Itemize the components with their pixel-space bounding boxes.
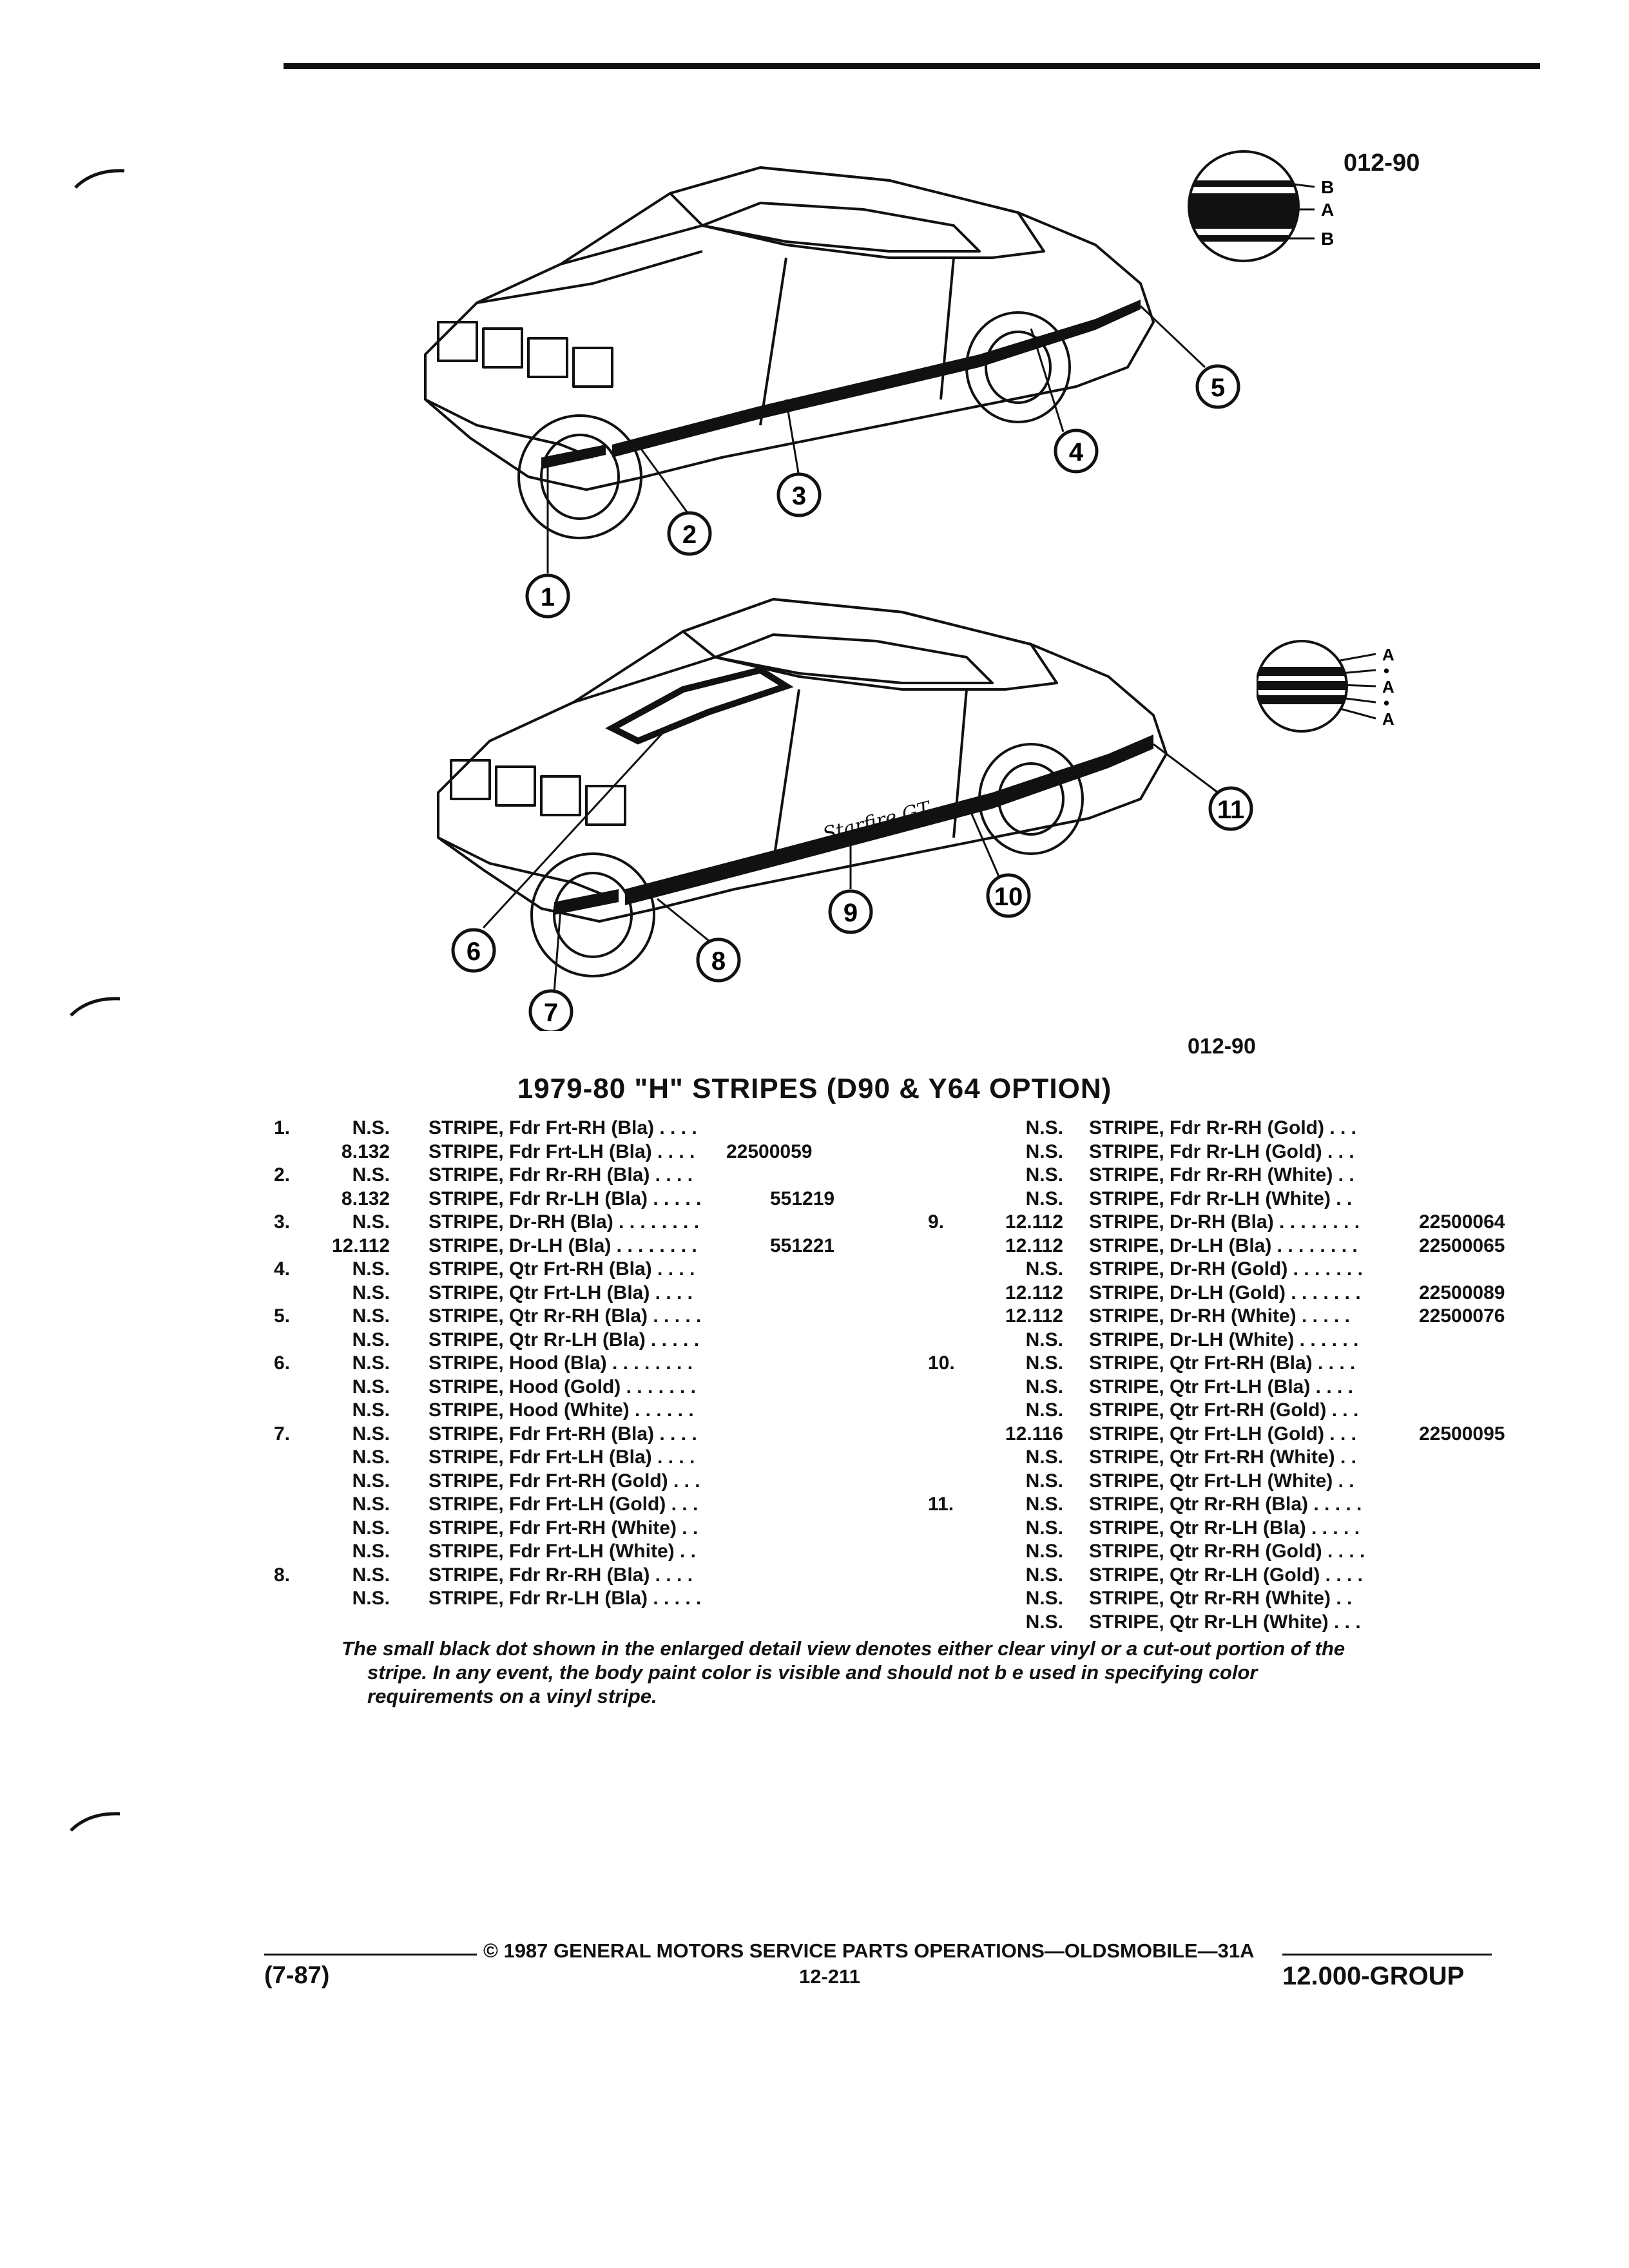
list-item: N.S.STRIPE, Fdr Frt-RH (Gold) . . .: [352, 1470, 700, 1492]
list-item: 2.N.S.STRIPE, Fdr Rr-RH (Bla) . . . .: [274, 1164, 693, 1186]
list-item: N.S.STRIPE, Qtr Rr-LH (Gold) . . . .: [1025, 1564, 1363, 1586]
detail-label: B: [1321, 229, 1334, 249]
margin-mark: [70, 1812, 120, 1832]
list-item: N.S.STRIPE, Qtr Rr-LH (White) . . .: [1025, 1611, 1361, 1633]
list-item: N.S.STRIPE, Qtr Frt-LH (White) . .: [1025, 1470, 1354, 1492]
callout-3: 3: [776, 472, 822, 517]
detail-label: •: [1383, 661, 1389, 680]
figure-id-bottom: 012-90: [1188, 1034, 1256, 1059]
list-item: 4.N.S.STRIPE, Qtr Frt-RH (Bla) . . . .: [274, 1258, 695, 1280]
callout-9: 9: [828, 889, 873, 934]
list-item: 1.N.S.STRIPE, Fdr Frt-RH (Bla) . . . .: [274, 1117, 697, 1139]
section-title: 1979-80 "H" STRIPES (D90 & Y64 OPTION): [517, 1073, 1112, 1104]
footer-rule: [1282, 1954, 1492, 1956]
callout-5: 5: [1195, 364, 1240, 409]
callout-4: 4: [1054, 428, 1099, 474]
list-item: N.S.STRIPE, Fdr Frt-RH (White) . .: [352, 1517, 699, 1539]
page-number: 12-211: [799, 1965, 860, 1988]
detail-label: A: [1382, 677, 1394, 697]
list-item: N.S.STRIPE, Qtr Rr-LH (Bla) . . . . .: [1025, 1517, 1360, 1539]
detail-label: A: [1382, 709, 1394, 729]
margin-mark: [70, 997, 120, 1017]
list-item: N.S.STRIPE, Qtr Rr-RH (Gold) . . . .: [1025, 1541, 1365, 1562]
list-item: N.S.STRIPE, Qtr Frt-LH (Bla) . . . .: [1025, 1376, 1354, 1398]
list-item: N.S.STRIPE, Dr-RH (Gold) . . . . . . .: [1025, 1258, 1364, 1280]
footnote-line: requirements on a vinyl stripe.: [367, 1685, 657, 1707]
footnote-line: stripe. In any event, the body paint col…: [367, 1661, 1258, 1684]
top-rule: [284, 63, 1540, 69]
parts-list-right: N.S.STRIPE, Fdr Rr-RH (Gold) . . . N.S.S…: [915, 1117, 1534, 1634]
list-item: N.S.STRIPE, Qtr Frt-LH (Bla) . . . .: [352, 1282, 693, 1303]
list-item: 7.N.S.STRIPE, Fdr Frt-RH (Bla) . . . .: [274, 1423, 697, 1445]
list-item: N.S.STRIPE, Qtr Frt-RH (Gold) . . .: [1025, 1399, 1359, 1421]
revision-date: (7-87): [264, 1962, 330, 1989]
detail-label: A: [1382, 645, 1394, 664]
list-item: N.S.STRIPE, Fdr Frt-LH (Bla) . . . .: [352, 1446, 695, 1468]
list-item: 8.N.S.STRIPE, Fdr Rr-RH (Bla) . . . .: [274, 1564, 693, 1586]
detail-label: •: [1383, 693, 1389, 713]
list-item: 10.N.S.STRIPE, Qtr Frt-RH (Bla) . . . .: [928, 1352, 1356, 1374]
list-item: 6.N.S.STRIPE, Hood (Bla) . . . . . . . .: [274, 1352, 693, 1374]
detail-label: B: [1321, 177, 1334, 197]
list-item: N.S.STRIPE, Fdr Frt-LH (Gold) . . .: [352, 1494, 699, 1515]
parts-list-left: 1.N.S.STRIPE, Fdr Frt-RH (Bla) . . . . 8…: [274, 1117, 886, 1611]
svg-text:1: 1: [541, 583, 555, 611]
car-illustration-bottom: Starfire GT 6 7 8 9 10 11: [437, 598, 1253, 1031]
svg-text:5: 5: [1211, 374, 1225, 402]
list-item: N.S.STRIPE, Fdr Rr-LH (Bla) . . . . .: [352, 1588, 702, 1609]
stripe-detail-bottom: A • A • A: [1257, 640, 1394, 733]
svg-text:11: 11: [1217, 796, 1244, 824]
list-item: N.S.STRIPE, Dr-LH (White) . . . . . .: [1025, 1329, 1359, 1350]
callout-10: 10: [986, 873, 1031, 918]
margin-mark: [74, 169, 125, 189]
callout-2: 2: [667, 511, 712, 556]
callout-7: 7: [528, 989, 574, 1031]
svg-text:8: 8: [711, 947, 726, 975]
list-item: N.S.STRIPE, Qtr Frt-RH (White) . .: [1025, 1446, 1356, 1468]
svg-text:7: 7: [544, 999, 558, 1027]
list-item: N.S.STRIPE, Qtr Rr-RH (White) . .: [1025, 1588, 1353, 1609]
stripe-detail-top: B A B: [1188, 150, 1334, 262]
footer-rule: [264, 1954, 477, 1956]
detail-label: A: [1321, 200, 1334, 220]
list-item: N.S.STRIPE, Hood (Gold) . . . . . . .: [352, 1376, 696, 1398]
svg-text:3: 3: [792, 482, 806, 510]
list-item: N.S.STRIPE, Fdr Rr-LH (Gold) . . .: [1025, 1140, 1354, 1162]
list-item: 5.N.S.STRIPE, Qtr Rr-RH (Bla) . . . . .: [274, 1305, 702, 1327]
callout-6: 6: [451, 928, 496, 973]
list-item: 11.N.S.STRIPE, Qtr Rr-RH (Bla) . . . . .: [928, 1494, 1362, 1515]
list-item: N.S.STRIPE, Fdr Rr-LH (White) . .: [1025, 1187, 1353, 1209]
car-illustration-top: 1 2 3 4 5: [424, 166, 1240, 619]
svg-text:2: 2: [682, 521, 697, 549]
list-item: N.S.STRIPE, Fdr Frt-LH (White) . .: [352, 1541, 696, 1562]
callout-11: 11: [1208, 786, 1253, 831]
list-item: N.S.STRIPE, Fdr Rr-RH (Gold) . . .: [1025, 1117, 1356, 1139]
callout-1: 1: [525, 573, 570, 619]
callout-8: 8: [696, 937, 741, 983]
list-item: N.S.STRIPE, Qtr Rr-LH (Bla) . . . . .: [352, 1329, 700, 1350]
footnote: The small black dot shown in the enlarge…: [342, 1637, 1514, 1708]
group-number: 12.000-GROUP: [1282, 1962, 1465, 1990]
list-item: N.S.STRIPE, Fdr Rr-RH (White) . .: [1025, 1164, 1354, 1186]
svg-text:6: 6: [467, 937, 481, 966]
copyright-line: © 1987 GENERAL MOTORS SERVICE PARTS OPER…: [483, 1939, 1255, 1962]
footnote-line: The small black dot shown in the enlarge…: [342, 1637, 1345, 1660]
svg-text:9: 9: [843, 899, 858, 927]
list-item: 3.N.S.STRIPE, Dr-RH (Bla) . . . . . . . …: [274, 1211, 700, 1233]
list-item: N.S.STRIPE, Hood (White) . . . . . .: [352, 1399, 694, 1421]
figure-id-top: 012-90: [1344, 149, 1420, 177]
svg-text:10: 10: [994, 883, 1023, 911]
svg-text:4: 4: [1069, 438, 1084, 466]
